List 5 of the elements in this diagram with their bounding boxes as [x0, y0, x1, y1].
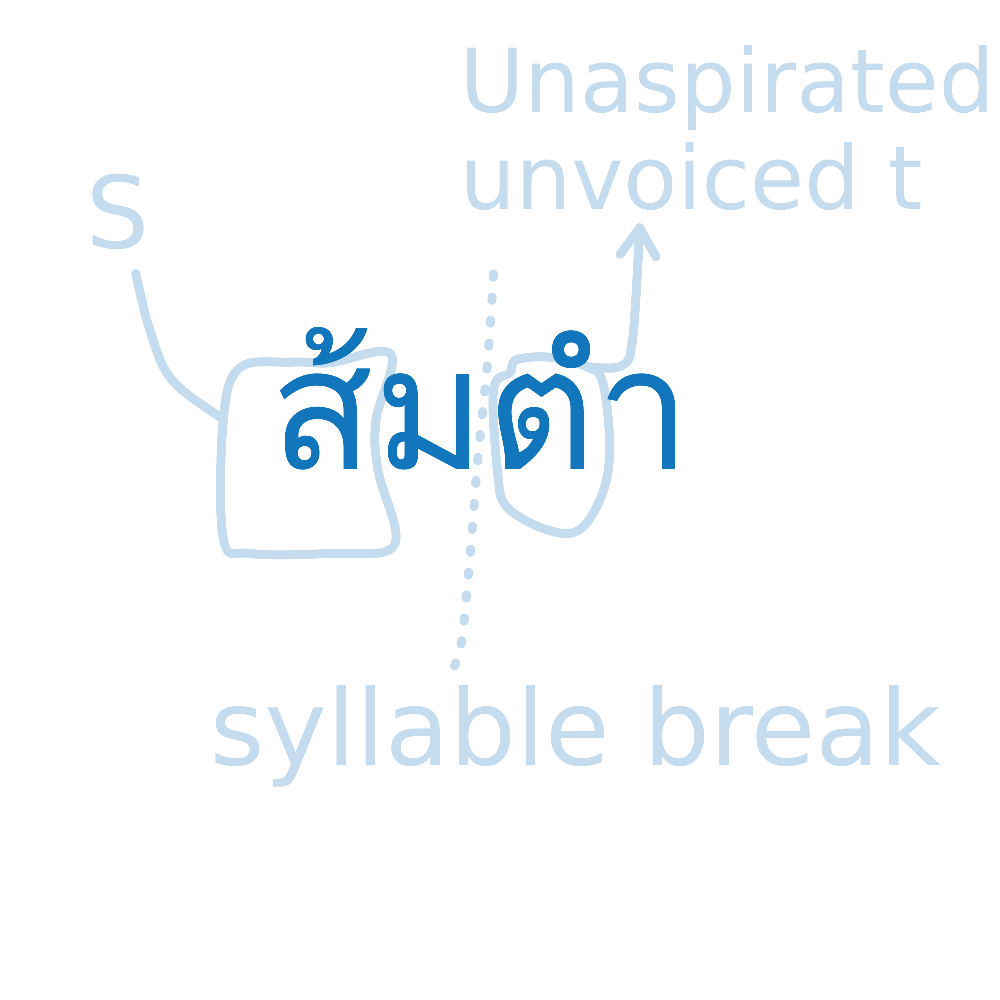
handwritten-annotation: syllable break	[210, 666, 941, 792]
handwritten-annotation: S	[86, 154, 150, 274]
thai-word: ส้มตำ	[270, 322, 691, 500]
handwritten-annotation: Unaspirated unvoiced t	[460, 34, 996, 228]
leader-line	[132, 270, 228, 424]
